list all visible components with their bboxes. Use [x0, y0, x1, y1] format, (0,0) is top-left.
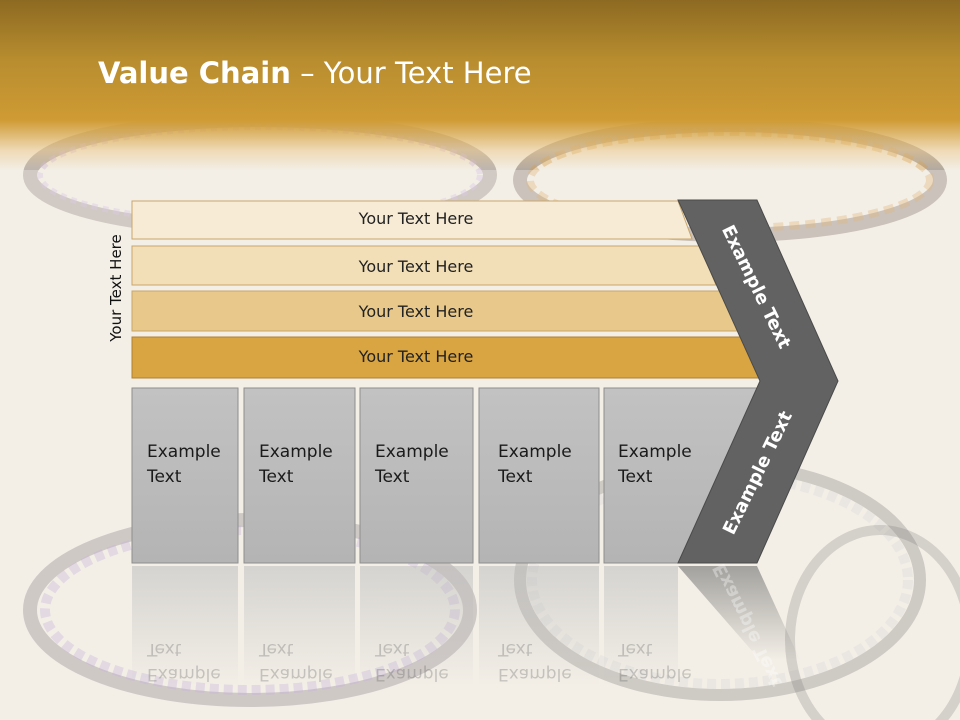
bar-4-label: Your Text Here	[358, 347, 474, 366]
card-3-reflection	[360, 566, 473, 686]
card-5-line2: Text	[618, 467, 653, 487]
title-rest: – Your Text Here	[290, 56, 532, 90]
bar-1	[131, 200, 693, 240]
chevron-shape	[677, 199, 839, 564]
title-bold: Value Chain	[98, 56, 291, 90]
card-5-label-reflection: Example Text	[618, 636, 692, 686]
card-2-label-reflection: Example Text	[259, 636, 333, 686]
card-2-line1: Example	[259, 442, 333, 462]
slide-title: Value Chain – Your Text Here	[98, 56, 532, 90]
card-1-reflection	[132, 566, 238, 686]
card-1-refl-line2: Text	[147, 639, 182, 659]
card-1-label-reflection: Example Text	[147, 636, 221, 686]
card-2-line2: Text	[259, 467, 294, 487]
card-3-line1: Example	[375, 442, 449, 462]
card-3-refl-line1: Example	[375, 664, 449, 684]
card-2	[243, 387, 356, 564]
header-band	[0, 0, 960, 170]
card-1-line2: Text	[147, 467, 182, 487]
card-2-reflection	[244, 566, 355, 686]
card-2-refl-line1: Example	[259, 664, 333, 684]
bar-3-label: Your Text Here	[358, 302, 474, 321]
card-2-refl-line2: Text	[259, 639, 294, 659]
bar-2-label: Your Text Here	[358, 257, 474, 276]
card-4-line2: Text	[498, 467, 533, 487]
card-5-reflection	[604, 566, 678, 686]
card-3-label-reflection: Example Text	[375, 636, 449, 686]
card-4	[478, 387, 600, 564]
card-4-reflection	[479, 566, 599, 686]
card-1-refl-line1: Example	[147, 664, 221, 684]
card-5-refl-line1: Example	[618, 664, 692, 684]
card-5-line1: Example	[618, 442, 692, 462]
card-1-line1: Example	[147, 442, 221, 462]
card-4-line1: Example	[498, 442, 572, 462]
card-4-refl-line1: Example	[498, 664, 572, 684]
card-1	[131, 387, 239, 564]
card-5-refl-line2: Text	[618, 639, 653, 659]
bar-1-label: Your Text Here	[358, 209, 474, 228]
card-3-line2: Text	[375, 467, 410, 487]
card-4-label-reflection: Example Text	[498, 636, 572, 686]
card-3-refl-line2: Text	[375, 639, 410, 659]
card-3	[359, 387, 474, 564]
chevron-reflection	[678, 566, 800, 660]
card-4-refl-line2: Text	[498, 639, 533, 659]
